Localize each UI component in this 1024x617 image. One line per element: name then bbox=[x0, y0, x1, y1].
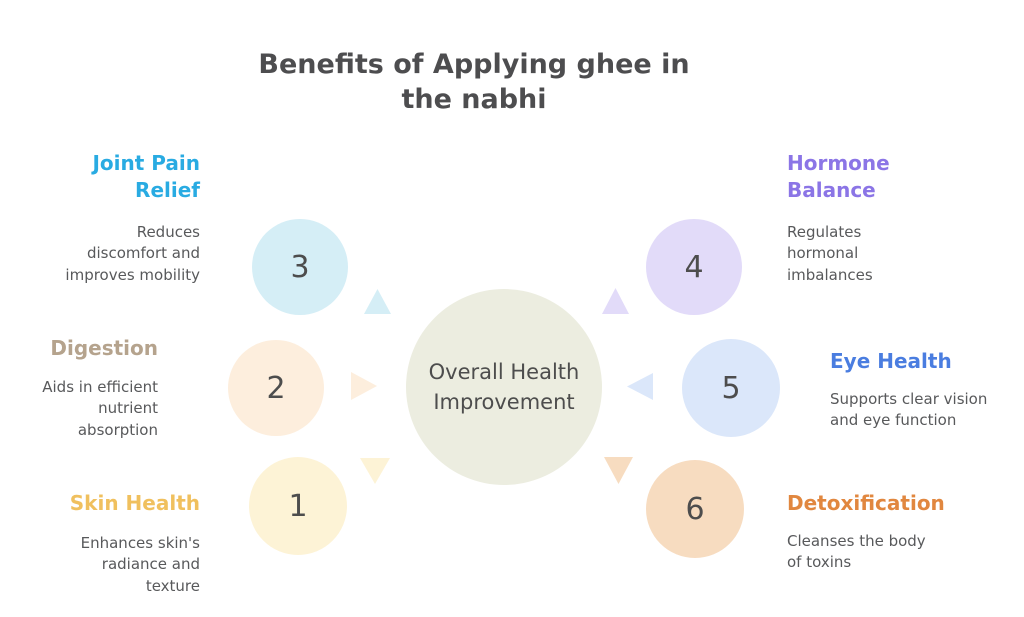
node-number-2: 2 bbox=[266, 370, 286, 406]
node-circle-6: 6 bbox=[646, 460, 744, 558]
center-node-label: Overall Health Improvement bbox=[428, 359, 580, 414]
benefit-description-eye-health: Supports clear vision and eye function bbox=[830, 390, 988, 430]
benefit-heading-digestion: Digestion bbox=[50, 336, 158, 360]
page-title-line1: Benefits of Applying ghee in bbox=[258, 49, 690, 80]
benefit-heading-hormone-balance: Hormone Balance bbox=[787, 151, 890, 202]
node-number-1: 1 bbox=[288, 488, 308, 524]
center-node-circle: Overall Health Improvement bbox=[406, 289, 602, 485]
node-circle-1: 1 bbox=[249, 457, 347, 555]
node-number-4: 4 bbox=[684, 249, 704, 285]
arrow-up-icon bbox=[602, 288, 629, 314]
node-number-5: 5 bbox=[721, 370, 741, 406]
benefit-heading-skin-health: Skin Health bbox=[69, 491, 200, 515]
benefit-description-digestion: Aids in efficient nutrient absorption bbox=[42, 378, 158, 439]
arrow-down-icon bbox=[604, 457, 633, 484]
page-title-line2: the nabhi bbox=[401, 83, 547, 115]
benefit-heading-joint-pain-relief: Joint Pain Relief bbox=[92, 151, 200, 202]
benefit-heading-eye-health: Eye Health bbox=[830, 349, 952, 373]
node-circle-2: 2 bbox=[228, 340, 324, 436]
node-number-3: 3 bbox=[290, 249, 310, 285]
benefit-heading-detoxification: Detoxification bbox=[787, 491, 945, 515]
node-circle-5: 5 bbox=[682, 339, 780, 437]
arrow-left-icon bbox=[627, 373, 653, 400]
benefit-description-joint-pain-relief: Reduces discomfort and improves mobility bbox=[65, 223, 200, 284]
node-number-6: 6 bbox=[685, 491, 705, 527]
page-title: Benefits of Applying ghee in the nabhi bbox=[154, 48, 794, 117]
node-circle-3: 3 bbox=[252, 219, 348, 315]
benefit-description-skin-health: Enhances skin's radiance and texture bbox=[80, 534, 200, 595]
benefit-description-hormone-balance: Regulates hormonal imbalances bbox=[787, 223, 873, 284]
arrow-up-icon bbox=[364, 289, 391, 314]
arrow-down-icon bbox=[360, 458, 390, 484]
arrow-right-icon bbox=[351, 372, 377, 400]
benefit-description-detoxification: Cleanses the body of toxins bbox=[787, 532, 926, 572]
node-circle-4: 4 bbox=[646, 219, 742, 315]
